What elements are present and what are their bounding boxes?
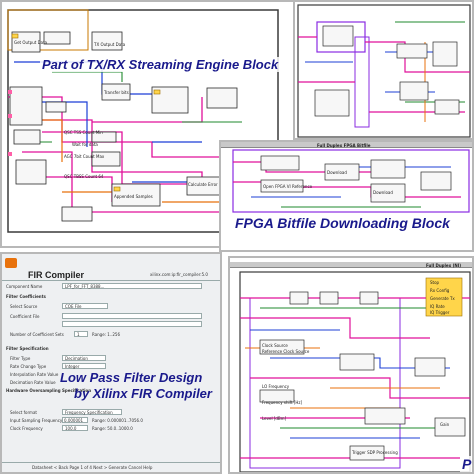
duplex-label-level: Level [dBm] xyxy=(262,416,287,421)
fir-caption-line2: by Xilinx FIR Compiler xyxy=(74,386,212,401)
fpga-caption: FPGA Bitfile Downloading Block xyxy=(233,215,452,231)
txrx-label-6: QSC TBSS Count 64 xyxy=(64,174,104,179)
fir-num-coeff-field[interactable]: 1 xyxy=(74,331,88,337)
duplex-label-iqrate: IQ Rate xyxy=(430,304,445,309)
fir-rate-change-dropdown[interactable]: Integer xyxy=(62,363,106,369)
fpga-label-download-1: Download xyxy=(327,170,347,175)
fir-interp-label: Interpolation Rate Value xyxy=(10,372,59,377)
function-nodes xyxy=(9,31,259,222)
fir-input-sampling-label: Input Sampling Frequency xyxy=(10,418,63,423)
txrx-label-4: Wait for data xyxy=(72,142,98,147)
topright-wiring-diagram xyxy=(297,4,471,138)
fir-component-name-label: Component Name xyxy=(6,284,43,289)
topright-diagram-panel xyxy=(293,0,474,140)
fir-input-sampling-field[interactable]: 0.000001 xyxy=(62,417,88,423)
fir-section-spec: Filter Specification xyxy=(6,346,49,351)
duplex-wiring-diagram xyxy=(239,271,471,472)
fir-range-b: Range: 50.0..1000.0 xyxy=(92,426,133,431)
fir-select-source-label: Select Source xyxy=(10,304,38,309)
while-loop-frame xyxy=(7,9,279,233)
txrx-diagram-panel: Get Output Data TX Output Data Transfer … xyxy=(0,0,300,248)
fir-filter-type-label: Filter Type xyxy=(10,356,31,361)
duplex-header-bar xyxy=(230,262,472,268)
fir-coeff-file-field[interactable] xyxy=(62,313,202,319)
fir-select-source-dropdown[interactable]: COE File xyxy=(62,303,108,309)
fir-oversampling-label: Hardware Oversampling Specification xyxy=(6,388,92,393)
txrx-label-1: TX Output Data xyxy=(94,42,126,47)
while-loop-frame xyxy=(239,271,471,472)
fir-footer-buttons[interactable]: Datasheet < Back Page 1 of 4 Next > Gene… xyxy=(32,465,153,470)
fir-coeff-file-label: Coefficient File xyxy=(10,314,40,319)
fpga-label-download-2: Download xyxy=(373,190,393,195)
fir-range-a: Range: 0.000001..7056.0 xyxy=(92,418,143,423)
fpga-header-text: Full Duplex FPGA Bitfile xyxy=(317,143,371,148)
fpga-label-open-ref: Open FPGA VI Reference xyxy=(263,184,313,189)
fir-clock-freq-label: Clock Frequency xyxy=(10,426,43,431)
duplex-label-gain: Gain xyxy=(440,422,450,427)
fir-num-coeff-range: Range: 1..256 xyxy=(92,332,121,337)
txrx-wiring-diagram xyxy=(7,9,279,233)
txrx-label-8: Calculate Error Rate xyxy=(188,182,229,187)
fir-caption-line1: Low Pass Filter Design xyxy=(60,370,203,385)
txrx-caption: Part of TX/RX Streaming Engine Block xyxy=(40,57,281,72)
fir-logo xyxy=(5,258,17,268)
duplex-label-gentx: Generate Tx xyxy=(430,296,455,301)
duplex-label-lo: LO Frequency xyxy=(262,384,290,389)
fir-vendor: xilinx.com:ip:fir_compiler:5.0 xyxy=(150,272,208,277)
fpga-header-bar xyxy=(221,142,472,148)
fir-title: FIR Compiler xyxy=(28,270,85,280)
fir-select-format-dropdown[interactable]: Frequency Specification xyxy=(62,409,122,415)
fpga-bitfile-panel: Full Duplex FPGA Bitfile Download Downlo… xyxy=(219,140,474,252)
txrx-label-7: Appended Samples xyxy=(114,194,153,199)
fir-select-format-label: Select format xyxy=(10,410,37,415)
duplex-label-refclock: Reference Clock Source xyxy=(262,349,310,354)
fir-component-name-field[interactable]: LPF_for_FFT_8388... xyxy=(62,283,202,289)
duplex-label-iqtrigger: IQ Trigger xyxy=(430,310,450,315)
txrx-label-5: AGC 7bit Count Max xyxy=(64,154,105,159)
fir-clock-freq-field[interactable]: 100.0 xyxy=(62,425,88,431)
duplex-label-stop: Stop xyxy=(430,280,440,285)
txrx-label-0: Get Output Data xyxy=(14,40,48,45)
fir-decim-label: Decimation Rate Value xyxy=(10,380,56,385)
fir-coeff-field-2[interactable] xyxy=(62,321,202,327)
fir-compiler-panel: FIR Compiler xilinx.com:ip:fir_compiler:… xyxy=(0,252,222,474)
txrx-label-3: QSC TSS Count Min xyxy=(64,130,103,135)
full-duplex-panel: Full Duplex (NI) xyxy=(228,256,474,474)
duplex-label-trigger: Trigger SDP Processing xyxy=(352,450,398,455)
duplex-label-clock: Clock Source xyxy=(262,343,288,348)
fir-section-coefficients: Filter Coefficients xyxy=(6,294,46,299)
duplex-header-text: Full Duplex (NI) xyxy=(426,263,462,268)
duplex-label-fshift: Frequency shift [Hz] xyxy=(262,400,303,405)
duplex-caption-partial: P xyxy=(460,456,472,472)
duplex-label-rxconfig: Rx Config xyxy=(430,288,450,293)
fir-rate-change-label: Rate Change Type xyxy=(10,364,47,369)
txrx-label-2: Transfer bits xyxy=(104,90,129,95)
fir-filter-type-dropdown[interactable]: Decimation xyxy=(62,355,106,361)
fir-num-coeff-label: Number of Coefficient Sets xyxy=(10,332,64,337)
fpga-wiring-diagram xyxy=(232,149,470,213)
